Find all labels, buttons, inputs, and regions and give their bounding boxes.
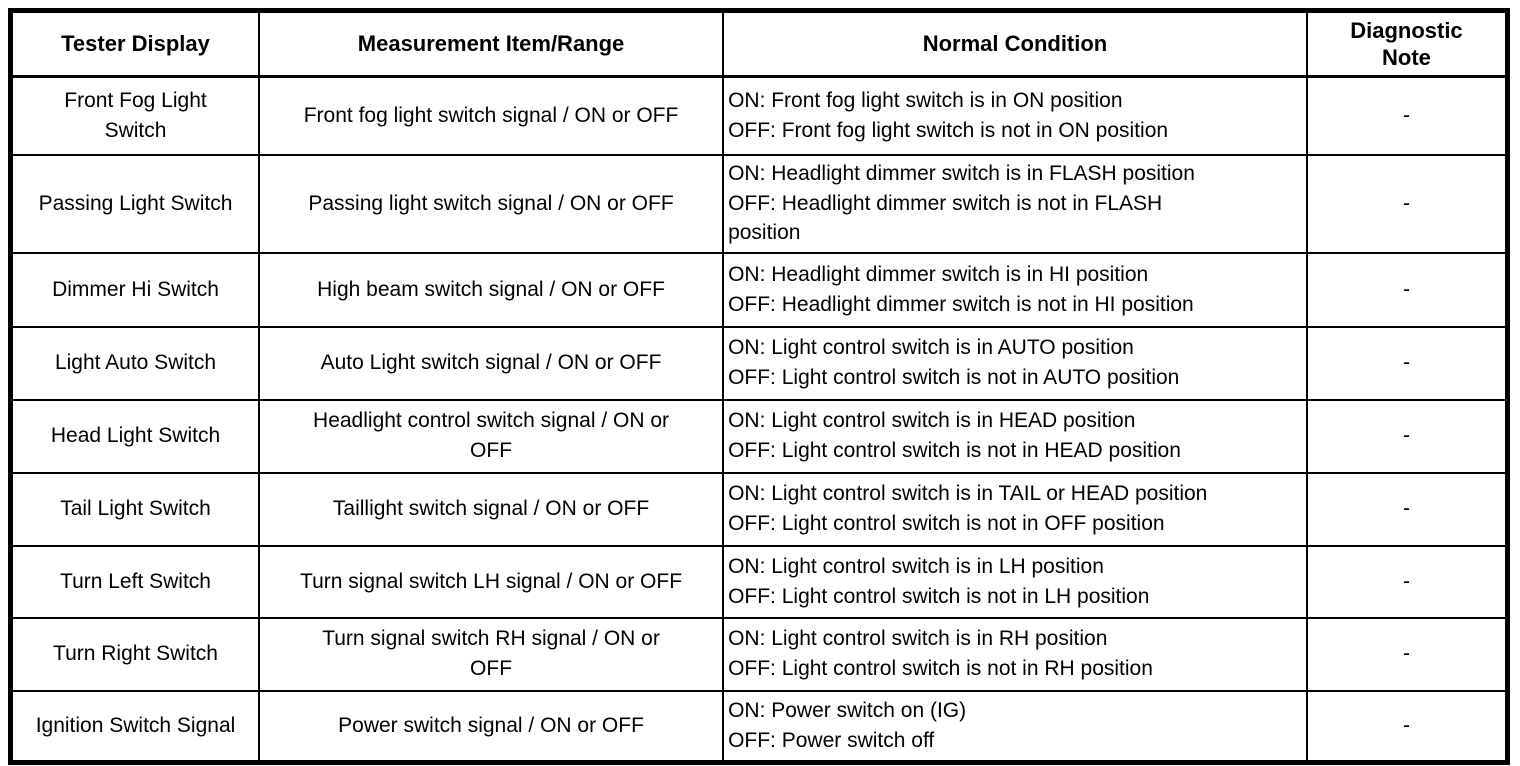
table-row: Dimmer Hi Switch High beam switch signal… (9, 251, 1509, 328)
cell-tester-display: Tail Light Switch (9, 471, 260, 547)
cell-tester-display: Light Auto Switch (9, 325, 260, 401)
cell-diagnostic-note: - (1305, 616, 1509, 692)
cell-tester-display: Head Light Switch (9, 398, 260, 474)
cell-tester-display: Passing Light Switch (9, 153, 260, 254)
cell-normal-condition: ON: Front fog light switch is in ON posi… (722, 75, 1308, 156)
table-row: Turn Right Switch Turn signal switch RH … (9, 616, 1509, 692)
table-row: Front Fog Light Switch Front fog light s… (9, 75, 1509, 156)
cell-diagnostic-note: - (1305, 544, 1509, 619)
cell-normal-condition: ON: Power switch on (IG) OFF: Power swit… (722, 689, 1308, 764)
table-row: Head Light Switch Headlight control swit… (9, 398, 1509, 474)
cell-tester-display: Dimmer Hi Switch (9, 251, 260, 328)
cell-normal-condition: ON: Headlight dimmer switch is in FLASH … (722, 153, 1308, 254)
cell-measurement: Turn signal switch RH signal / ON or OFF (257, 616, 725, 692)
diagnostic-table: Tester Display Measurement Item/Range No… (8, 8, 1510, 765)
cell-normal-condition: ON: Light control switch is in RH positi… (722, 616, 1308, 692)
header-diagnostic-note: Diagnostic Note (1305, 9, 1509, 78)
cell-measurement: Passing light switch signal / ON or OFF (257, 153, 725, 254)
cell-measurement: Taillight switch signal / ON or OFF (257, 471, 725, 547)
cell-normal-condition: ON: Light control switch is in AUTO posi… (722, 325, 1308, 401)
cell-measurement: Auto Light switch signal / ON or OFF (257, 325, 725, 401)
table-row: Light Auto Switch Auto Light switch sign… (9, 325, 1509, 401)
cell-measurement: Power switch signal / ON or OFF (257, 689, 725, 764)
cell-normal-condition: ON: Light control switch is in LH positi… (722, 544, 1308, 619)
cell-measurement: Front fog light switch signal / ON or OF… (257, 75, 725, 156)
cell-diagnostic-note: - (1305, 325, 1509, 401)
table-body: Front Fog Light Switch Front fog light s… (9, 75, 1509, 764)
table-row: Turn Left Switch Turn signal switch LH s… (9, 544, 1509, 619)
cell-diagnostic-note: - (1305, 75, 1509, 156)
table-row: Passing Light Switch Passing light switc… (9, 153, 1509, 254)
cell-diagnostic-note: - (1305, 471, 1509, 547)
cell-tester-display: Turn Left Switch (9, 544, 260, 619)
cell-tester-display: Front Fog Light Switch (9, 75, 260, 156)
header-tester-display: Tester Display (9, 9, 260, 78)
table-row: Tail Light Switch Taillight switch signa… (9, 471, 1509, 547)
cell-measurement: Headlight control switch signal / ON or … (257, 398, 725, 474)
header-row: Tester Display Measurement Item/Range No… (9, 9, 1509, 78)
cell-tester-display: Turn Right Switch (9, 616, 260, 692)
cell-tester-display: Ignition Switch Signal (9, 689, 260, 764)
cell-normal-condition: ON: Headlight dimmer switch is in HI pos… (722, 251, 1308, 328)
cell-measurement: Turn signal switch LH signal / ON or OFF (257, 544, 725, 619)
page: Tester Display Measurement Item/Range No… (8, 8, 1510, 765)
cell-diagnostic-note: - (1305, 689, 1509, 764)
cell-normal-condition: ON: Light control switch is in TAIL or H… (722, 471, 1308, 547)
header-measurement-item-range: Measurement Item/Range (257, 9, 725, 78)
cell-diagnostic-note: - (1305, 251, 1509, 328)
table-header: Tester Display Measurement Item/Range No… (9, 9, 1509, 78)
table-row: Ignition Switch Signal Power switch sign… (9, 689, 1509, 764)
header-normal-condition: Normal Condition (722, 9, 1308, 78)
cell-diagnostic-note: - (1305, 153, 1509, 254)
cell-diagnostic-note: - (1305, 398, 1509, 474)
cell-measurement: High beam switch signal / ON or OFF (257, 251, 725, 328)
cell-normal-condition: ON: Light control switch is in HEAD posi… (722, 398, 1308, 474)
